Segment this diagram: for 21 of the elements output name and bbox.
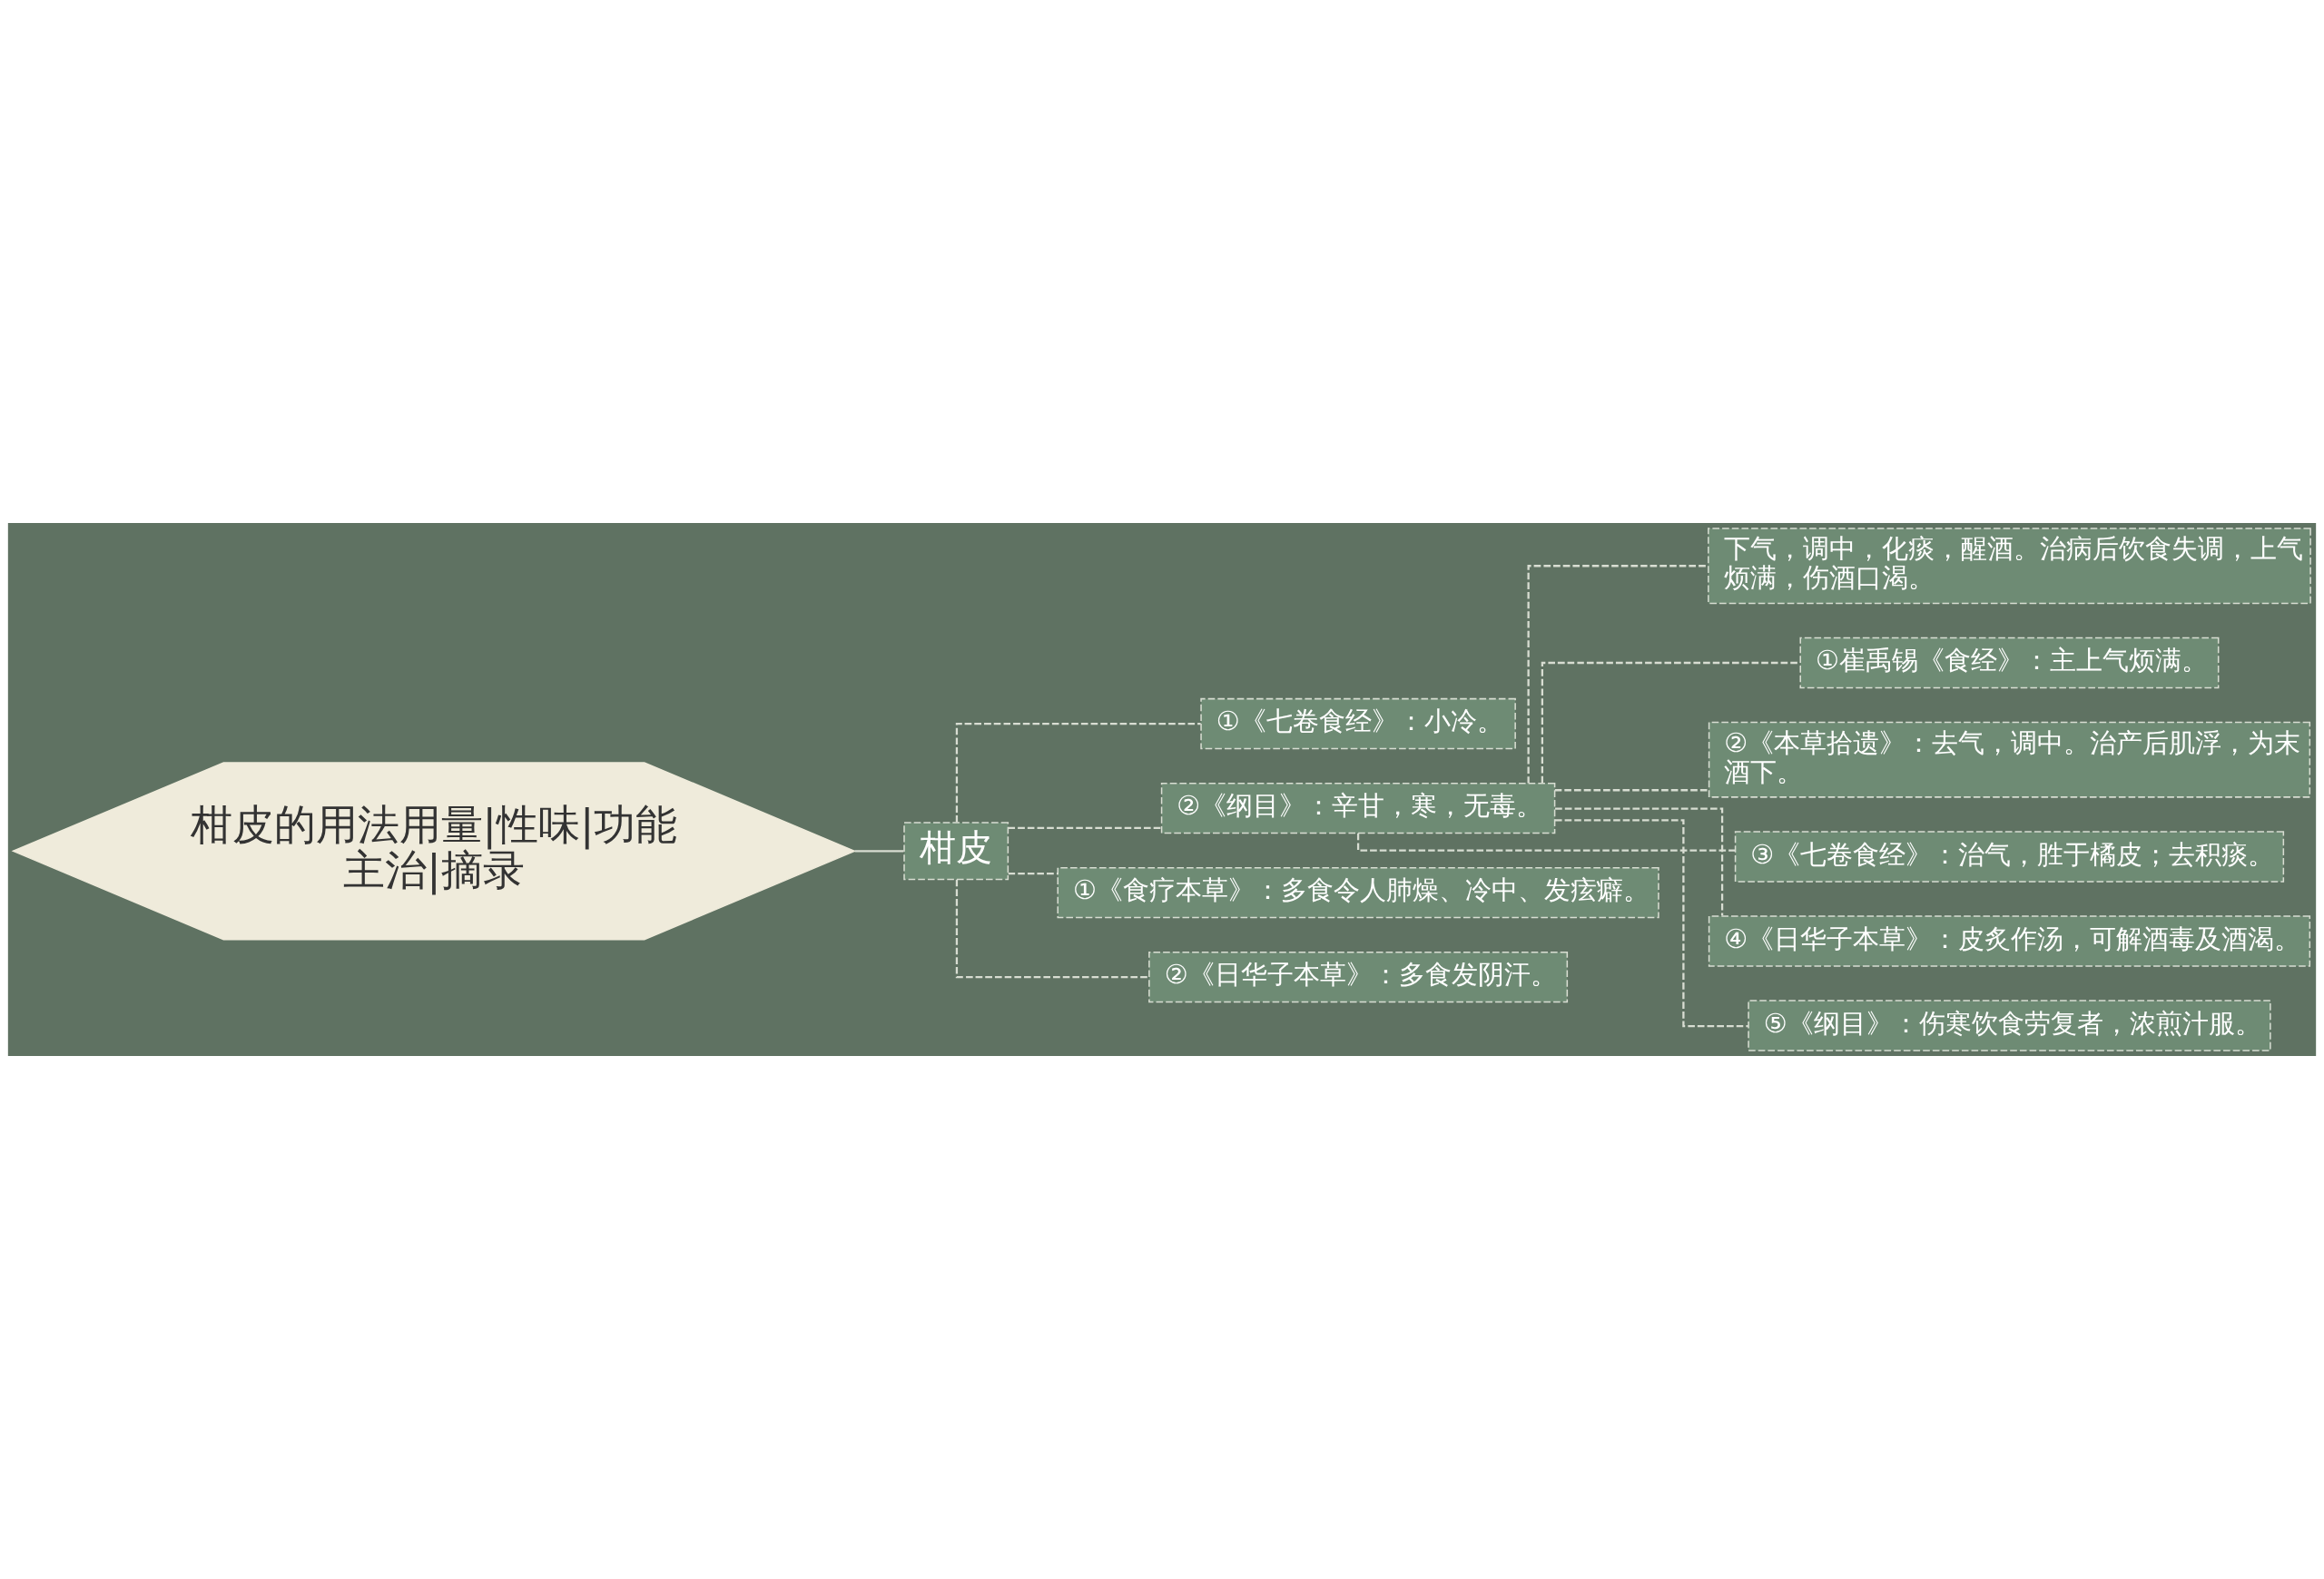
node-box: ①《七卷食经》：小冷。 [1200,697,1516,750]
node-box: ⑤《纲目》：伤寒饮食劳复者，浓煎汁服。 [1748,1000,2271,1051]
node-box: ②《日华子本草》：多食发阴汗。 [1148,951,1569,1003]
connector [1527,565,1709,784]
node-box: 柑皮 [903,822,1009,881]
node-box: 下气，调中，化痰，醒酒。治病后饮食失调，上气烦满，伤酒口渴。 [1708,528,2311,605]
connector [1008,826,1162,829]
connector [1541,661,1800,784]
node-box: ②《纲目》：辛甘，寒，无毒。 [1160,782,1556,834]
connector [955,722,1201,823]
node-box: ①崔禹锡《食经》：主上气烦满。 [1799,637,2220,689]
connector [1554,789,1709,792]
connector [854,850,904,853]
connector [955,879,1149,979]
connector [1555,807,1724,916]
node-box: ①《食疗本草》：多食令人肺燥、冷中、发痃癖。 [1057,866,1659,919]
connector [1008,872,1059,875]
node-box: ④《日华子本草》：皮炙作汤，可解酒毒及酒渴。 [1708,915,2311,967]
connector [1554,819,1748,1028]
node-box: ②《本草拾遗》：去气，调中。治产后肌浮，为末酒下。 [1708,721,2311,798]
node-box: ③《七卷食经》：治气，胜于橘皮；去积痰。 [1734,831,2285,883]
